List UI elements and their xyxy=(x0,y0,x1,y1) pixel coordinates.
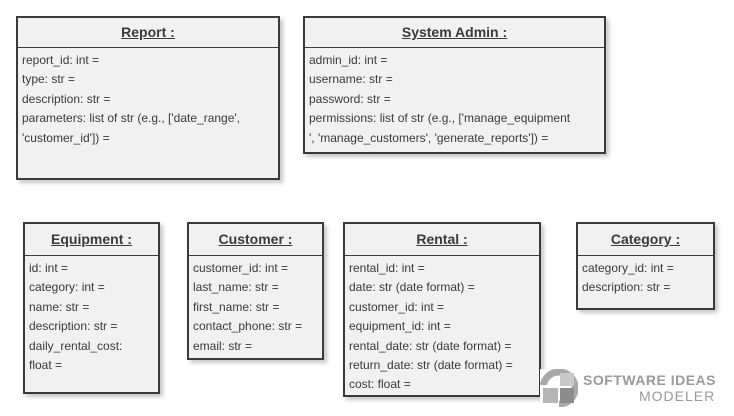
rental-attribute: customer_id: int = xyxy=(349,299,445,314)
equipment-attributes: id: int = category: int = name: str = de… xyxy=(25,256,158,375)
report-attribute: description: str = xyxy=(22,91,111,106)
category-attribute: category_id: int = xyxy=(582,261,674,275)
report-attribute: report_id: int = xyxy=(22,53,100,67)
watermark-line1: SOFTWARE IDEAS xyxy=(583,372,717,388)
report-class-title: Report : xyxy=(18,18,278,48)
equipment-attribute: daily_rental_cost: xyxy=(29,338,123,353)
rental-attribute: rental_id: int = xyxy=(349,261,425,275)
system-admin-attribute: username: str = xyxy=(309,72,393,87)
system-admin-class-title: System Admin : xyxy=(305,18,604,48)
category-class-box[interactable]: Category : category_id: int = descriptio… xyxy=(576,222,715,310)
rental-attribute: equipment_id: int = xyxy=(349,319,451,334)
system-admin-class-box[interactable]: System Admin : admin_id: int = username:… xyxy=(303,16,606,154)
watermark-line2: MODELER xyxy=(639,388,716,404)
system-admin-attribute: ', 'manage_customers', 'generate_reports… xyxy=(309,130,549,145)
report-attribute: type: str = xyxy=(22,72,76,87)
category-attribute: description: str = xyxy=(582,280,671,295)
customer-class-box[interactable]: Customer : customer_id: int = last_name:… xyxy=(187,222,324,360)
equipment-attribute: category: int = xyxy=(29,280,105,295)
rental-attribute: date: str (date format) = xyxy=(349,280,475,295)
equipment-attribute: name: str = xyxy=(29,299,90,314)
rental-attribute: cost: float = xyxy=(349,377,411,392)
customer-attribute: customer_id: int = xyxy=(193,261,289,275)
customer-attribute: email: str = xyxy=(193,338,253,353)
software-ideas-logo-icon xyxy=(540,369,578,407)
customer-attribute: first_name: str = xyxy=(193,299,280,314)
report-attribute: parameters: list of str (e.g., ['date_ra… xyxy=(22,111,241,126)
rental-class-box[interactable]: Rental : rental_id: int = date: str (dat… xyxy=(343,222,541,397)
equipment-attribute: description: str = xyxy=(29,319,118,334)
system-admin-attribute: admin_id: int = xyxy=(309,53,388,67)
category-class-title: Category : xyxy=(578,224,713,256)
rental-attribute: rental_date: str (date format) = xyxy=(349,338,512,353)
equipment-attribute: float = xyxy=(29,358,63,373)
system-admin-attributes: admin_id: int = username: str = password… xyxy=(305,48,604,148)
customer-attributes: customer_id: int = last_name: str = firs… xyxy=(189,256,322,356)
report-attributes: report_id: int = type: str = description… xyxy=(18,48,278,148)
equipment-attribute: id: int = xyxy=(29,261,69,275)
system-admin-attribute: password: str = xyxy=(309,91,391,106)
equipment-class-title: Equipment : xyxy=(25,224,158,256)
category-attributes: category_id: int = description: str = xyxy=(578,256,713,298)
customer-class-title: Customer : xyxy=(189,224,322,256)
rental-class-title: Rental : xyxy=(345,224,539,256)
report-class-box[interactable]: Report : report_id: int = type: str = de… xyxy=(16,16,280,180)
equipment-class-box[interactable]: Equipment : id: int = category: int = na… xyxy=(23,222,160,394)
report-attribute: 'customer_id']) = xyxy=(22,130,110,145)
rental-attribute: return_date: str (date format) = xyxy=(349,358,513,373)
customer-attribute: contact_phone: str = xyxy=(193,319,303,334)
rental-attributes: rental_id: int = date: str (date format)… xyxy=(345,256,539,395)
customer-attribute: last_name: str = xyxy=(193,280,279,295)
software-ideas-watermark: SOFTWARE IDEAS MODELER xyxy=(540,369,730,409)
system-admin-attribute: permissions: list of str (e.g., ['manage… xyxy=(309,111,571,126)
